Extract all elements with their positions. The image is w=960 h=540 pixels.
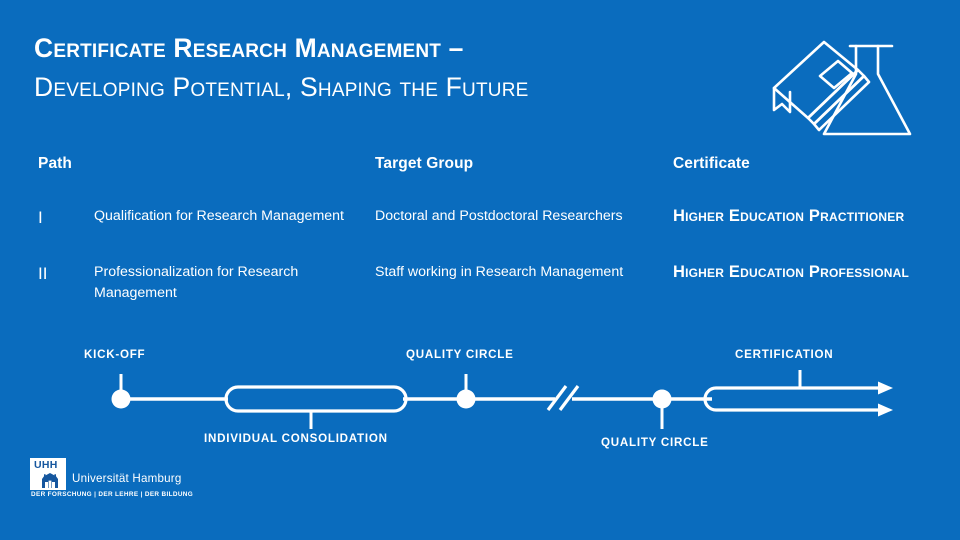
row-numeral: I: [38, 208, 43, 227]
row-certificate-label: Higher Education Professional: [673, 263, 910, 281]
row-target-group-label: Doctoral and Postdoctoral Researchers: [375, 208, 623, 224]
row-path-label: Qualification for Research Management: [94, 208, 344, 224]
timeline-label-kickoff: KICK-OFF: [84, 348, 146, 361]
page-title: Certificate Research Management – Develo…: [34, 33, 674, 104]
university-logo: UHH Universität Hamburg DER FORSCHUNG | …: [30, 458, 193, 504]
process-timeline: KICK-OFF QUALITY CIRCLE CERTIFICATION IN…: [0, 330, 960, 460]
logo-tagline: DER FORSCHUNG | DER LEHRE | DER BILDUNG: [31, 491, 194, 498]
logo-university-name: Universität Hamburg: [72, 472, 182, 485]
title-line-1: Certificate Research Management –: [34, 33, 464, 63]
row-numeral: II: [38, 264, 48, 283]
timeline-label-individual-consolidation: INDIVIDUAL CONSOLIDATION: [204, 432, 388, 445]
book-and-flask-icon: [762, 26, 922, 144]
timeline-label-quality-circle-2: QUALITY CIRCLE: [601, 436, 709, 449]
title-line-2: Developing Potential, Shaping the Future: [34, 72, 529, 102]
column-header-path: Path: [38, 155, 72, 172]
column-header-certificate: Certificate: [673, 155, 750, 172]
timeline-label-certification: CERTIFICATION: [735, 348, 834, 361]
column-header-target-group: Target Group: [375, 155, 474, 172]
row-certificate-label: Higher Education Practitioner: [673, 207, 905, 225]
hamburg-castle-icon: [42, 473, 58, 488]
timeline-graphic: [111, 370, 893, 429]
logo-mark-text: UHH: [34, 459, 58, 471]
row-target-group-label: Staff working in Research Management: [375, 264, 624, 280]
timeline-label-quality-circle-1: QUALITY CIRCLE: [406, 348, 514, 361]
row-path-label: Professionalization for Research Managem…: [94, 264, 299, 301]
